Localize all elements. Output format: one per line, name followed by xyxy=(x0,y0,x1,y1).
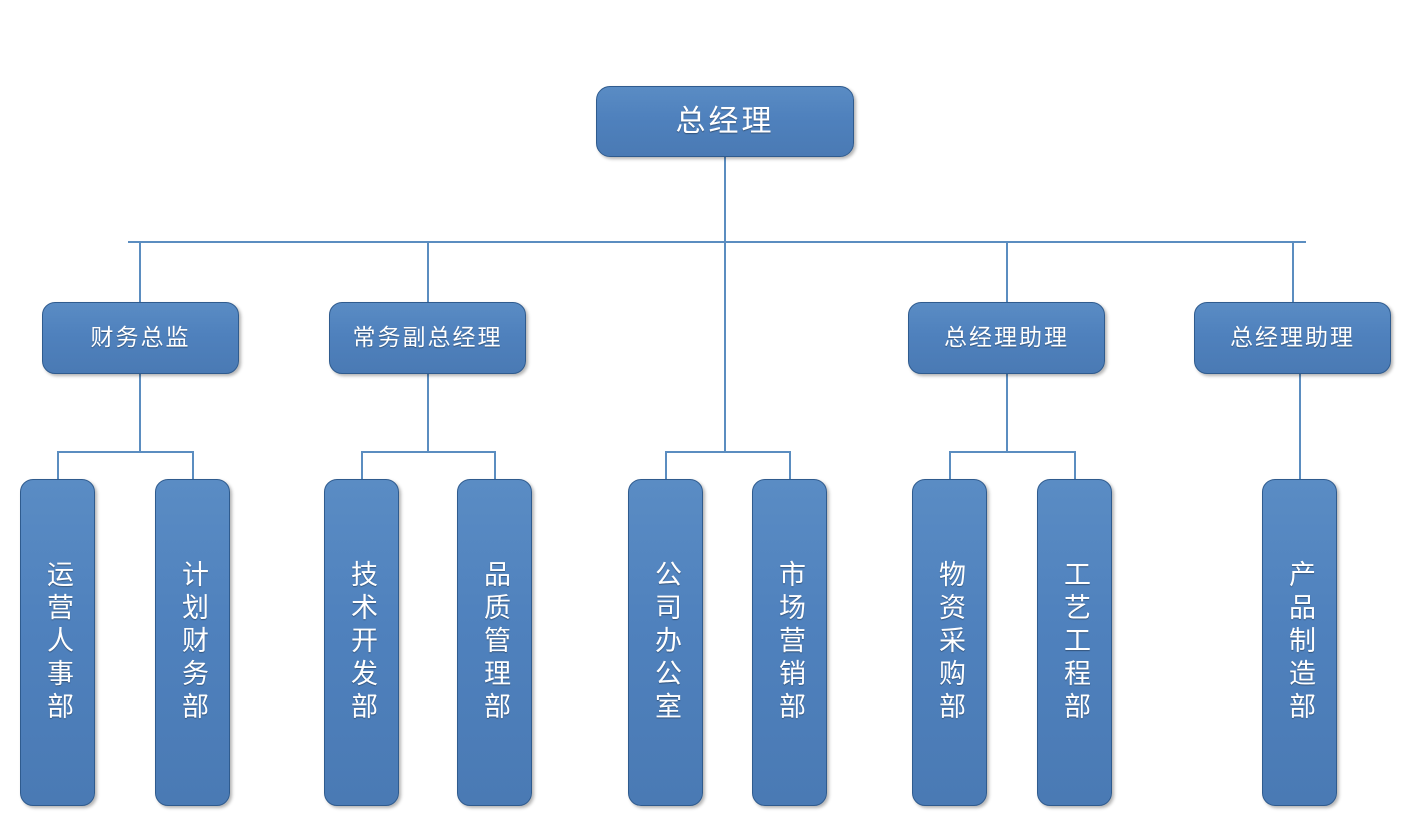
node-technology-development-dept[interactable]: 技术开发部 xyxy=(324,479,399,806)
node-executive-deputy-gm-label: 常务副总经理 xyxy=(352,325,503,351)
connector-cfo-to-planning-finance xyxy=(192,451,194,481)
node-materials-procurement-dept-label: 物资采购部 xyxy=(935,560,965,725)
connector-assistant-1-to-procurement xyxy=(949,451,951,481)
node-process-engineering-dept-label: 工艺工程部 xyxy=(1060,560,1090,725)
connector-bus-to-cfo xyxy=(139,241,141,302)
node-general-manager[interactable]: 总经理 xyxy=(596,86,854,157)
node-quality-management-dept-label: 品质管理部 xyxy=(480,560,510,725)
node-gm-assistant-2[interactable]: 总经理助理 xyxy=(1194,302,1391,374)
connector-deputy-gm-to-quality xyxy=(494,451,496,481)
connector-cfo-to-operations-hr xyxy=(57,451,59,481)
connector-bus-to-assistant-2 xyxy=(1292,241,1294,302)
connector-cfo-stem xyxy=(139,374,141,451)
node-operations-hr-dept[interactable]: 运营人事部 xyxy=(20,479,95,806)
node-finance-director[interactable]: 财务总监 xyxy=(42,302,239,374)
node-company-office[interactable]: 公司办公室 xyxy=(628,479,703,806)
node-executive-deputy-gm[interactable]: 常务副总经理 xyxy=(329,302,526,374)
connector-bus-to-assistant-1 xyxy=(1006,241,1008,302)
node-process-engineering-dept[interactable]: 工艺工程部 xyxy=(1037,479,1112,806)
connector-assistant-1-to-process-eng xyxy=(1074,451,1076,481)
node-quality-management-dept[interactable]: 品质管理部 xyxy=(457,479,532,806)
connector-assistant-2-to-manufacturing xyxy=(1299,374,1301,481)
connector-bus-to-deputy-gm xyxy=(427,241,429,302)
node-planning-finance-dept[interactable]: 计划财务部 xyxy=(155,479,230,806)
connector-cfo-split xyxy=(57,451,194,453)
node-gm-assistant-1-label: 总经理助理 xyxy=(944,325,1069,351)
node-marketing-dept[interactable]: 市场营销部 xyxy=(752,479,827,806)
node-marketing-dept-label: 市场营销部 xyxy=(775,560,805,725)
node-finance-director-label: 财务总监 xyxy=(90,325,191,351)
connector-gm-to-marketing xyxy=(789,451,791,481)
connector-deputy-gm-to-tech-dev xyxy=(361,451,363,481)
node-materials-procurement-dept[interactable]: 物资采购部 xyxy=(912,479,987,806)
node-gm-assistant-2-label: 总经理助理 xyxy=(1230,325,1355,351)
node-product-manufacturing-dept-label: 产品制造部 xyxy=(1285,560,1315,725)
connector-deputy-gm-split xyxy=(361,451,496,453)
node-company-office-label: 公司办公室 xyxy=(651,560,681,725)
node-general-manager-label: 总经理 xyxy=(675,104,775,138)
node-operations-hr-dept-label: 运营人事部 xyxy=(43,560,73,725)
node-product-manufacturing-dept[interactable]: 产品制造部 xyxy=(1262,479,1337,806)
node-technology-development-dept-label: 技术开发部 xyxy=(347,560,377,725)
connector-deputy-gm-stem xyxy=(427,374,429,451)
node-planning-finance-dept-label: 计划财务部 xyxy=(178,560,208,725)
connector-level1-bus xyxy=(128,241,1306,243)
connector-assistant-1-stem xyxy=(1006,374,1008,451)
node-gm-assistant-1[interactable]: 总经理助理 xyxy=(908,302,1105,374)
connector-gm-to-company-office xyxy=(665,451,667,481)
connector-assistant-1-split xyxy=(949,451,1076,453)
connector-root-stem xyxy=(724,157,726,451)
connector-gm-direct-split xyxy=(665,451,790,453)
